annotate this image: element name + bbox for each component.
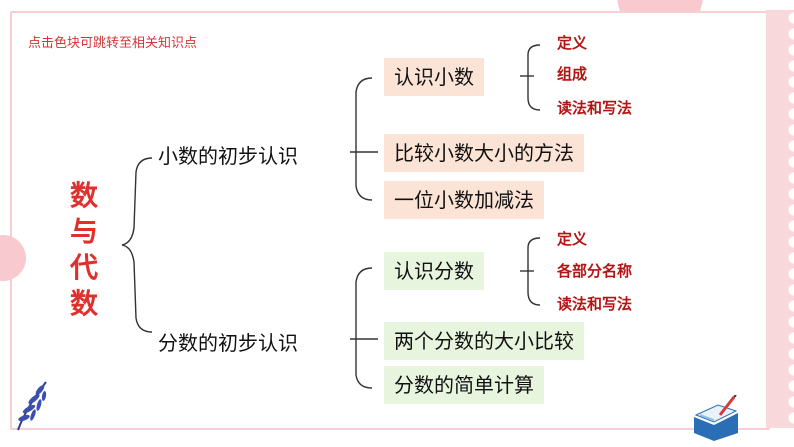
feather-icon [17,381,47,431]
leaf-fraction-read-write[interactable]: 读法和写法 [557,295,633,313]
stamp-edge-decoration [766,10,794,428]
leaf-fraction-parts[interactable]: 各部分名称 [557,262,633,280]
leaf-decimal-composition[interactable]: 组成 [557,65,588,83]
box-fraction-calculation[interactable]: 分数的简单计算 [384,366,544,404]
box-compare-fractions[interactable]: 两个分数的大小比较 [384,322,584,360]
box-compare-decimals[interactable]: 比较小数大小的方法 [384,134,584,172]
box-understand-decimals[interactable]: 认识小数 [384,58,484,96]
box-understand-fractions[interactable]: 认识分数 [384,252,484,290]
root-char: 代 [70,251,99,284]
root-topic: 数 与 代 数 [70,178,98,322]
box-decimal-add-subtract[interactable]: 一位小数加减法 [384,181,544,219]
branch-label-fractions: 分数的初步认识 [158,331,298,355]
leaf-decimal-definition[interactable]: 定义 [557,34,588,52]
leaf-fraction-definition[interactable]: 定义 [557,230,588,248]
root-char: 数 [70,179,99,212]
leaf-decimal-read-write[interactable]: 读法和写法 [557,99,633,117]
root-char: 数 [70,287,99,320]
book-pen-icon [694,395,738,441]
root-char: 与 [70,215,99,248]
click-hint-text: 点击色块可跳转至相关知识点 [28,36,198,51]
branch-label-decimals: 小数的初步认识 [158,144,298,168]
